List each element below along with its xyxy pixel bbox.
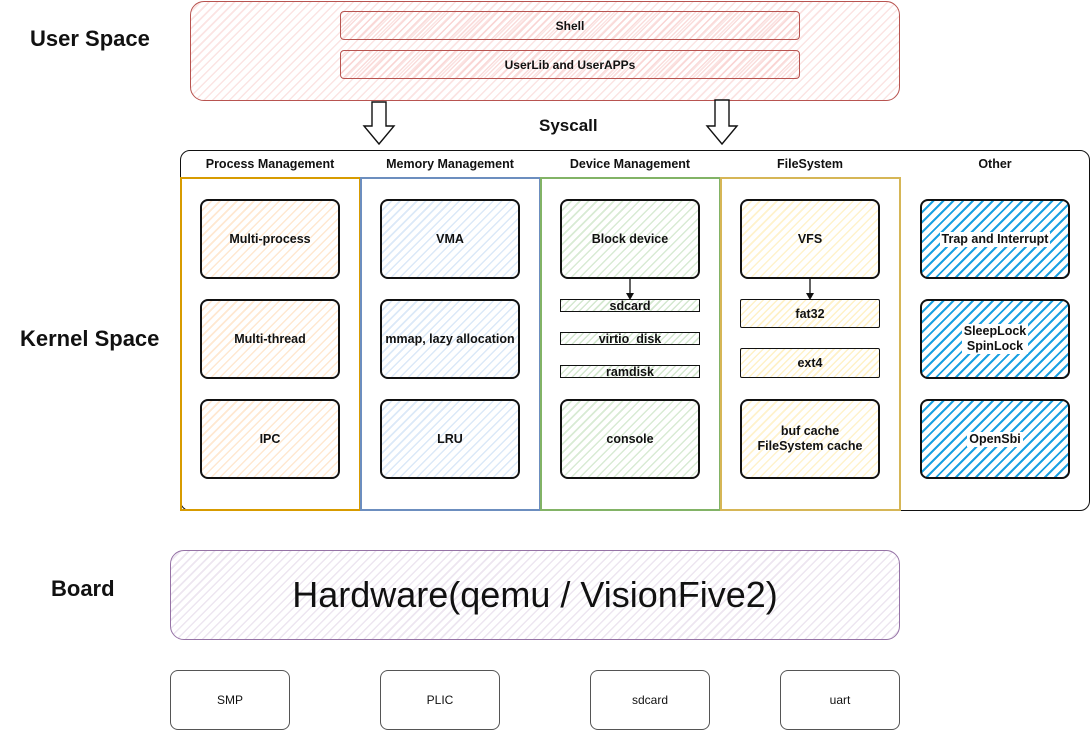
hw-uart: uart	[780, 670, 900, 730]
board-label: Board	[51, 576, 115, 601]
userlib-box: UserLib and UserAPPs	[340, 50, 800, 79]
module-sleeplock-spinlock: SleepLock SpinLock	[920, 299, 1070, 379]
lock-label: SleepLock SpinLock	[961, 324, 1029, 354]
column-filesystem	[720, 177, 901, 511]
syscall-label: Syscall	[539, 116, 598, 135]
vfs-arrow-icon	[806, 279, 814, 300]
module-trap-and-interrupt: Trap and Interrupt	[920, 199, 1070, 279]
hw-sdcard: sdcard	[590, 670, 710, 730]
module-mmap-lazy-allocation: mmap, lazy allocation	[380, 299, 520, 379]
hardware-box: Hardware(qemu / VisionFive2)	[170, 550, 900, 640]
module-block-device: Block device	[560, 199, 700, 279]
shell-box: Shell	[340, 11, 800, 40]
module-vfs: VFS	[740, 199, 880, 279]
trap-label: Trap and Interrupt	[939, 231, 1051, 247]
module-buf-cache: buf cache FileSystem cache	[740, 399, 880, 479]
module-opensbi: OpenSbi	[920, 399, 1070, 479]
module-ipc: IPC	[200, 399, 340, 479]
syscall-arrow-right-icon	[705, 99, 739, 146]
hw-smp: SMP	[170, 670, 290, 730]
fs-fat32: fat32	[740, 299, 880, 328]
hw-plic: PLIC	[380, 670, 500, 730]
module-vma: VMA	[380, 199, 520, 279]
header-filesystem: FileSystem	[776, 157, 843, 171]
module-lru: LRU	[380, 399, 520, 479]
module-multi-process: Multi-process	[200, 199, 340, 279]
module-multi-thread: Multi-thread	[200, 299, 340, 379]
syscall-arrow-left-icon	[362, 101, 396, 146]
device-sdcard: sdcard	[560, 299, 700, 313]
user-space-label: User Space	[30, 26, 150, 51]
fs-ext4: ext4	[740, 348, 880, 378]
module-console: console	[560, 399, 700, 479]
block-device-arrow-icon	[626, 279, 634, 300]
header-other: Other	[978, 157, 1012, 171]
header-process-management: Process Management	[205, 157, 335, 171]
header-device-management: Device Management	[569, 157, 691, 171]
device-virtio-disk: virtio_disk	[560, 332, 700, 346]
opensbi-label: OpenSbi	[967, 431, 1023, 447]
device-ramdisk: ramdisk	[560, 365, 700, 379]
header-memory-management: Memory Management	[386, 157, 514, 171]
kernel-space-label: Kernel Space	[20, 326, 160, 351]
